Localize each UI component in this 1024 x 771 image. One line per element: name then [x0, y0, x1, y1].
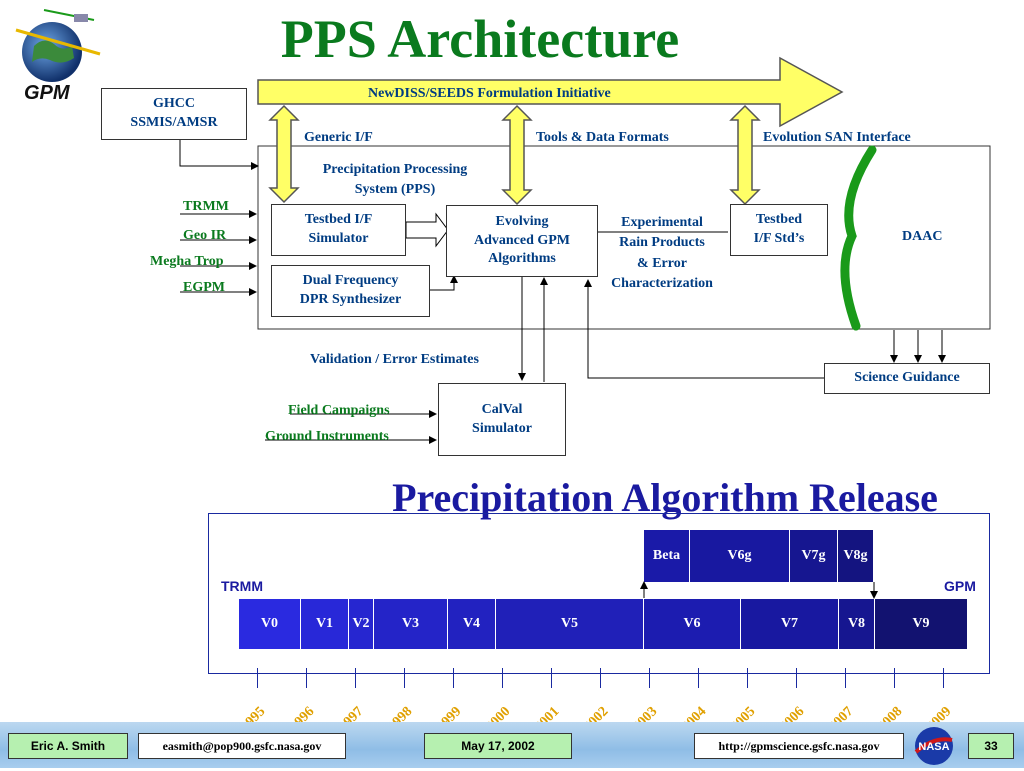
- page-title: PPS Architecture: [280, 9, 680, 69]
- gpm-logo: GPM: [14, 6, 104, 104]
- year-tick: [894, 668, 895, 688]
- ghcc-box: GHCC SSMIS/AMSR: [101, 88, 247, 140]
- release-title: Precipitation Algorithm Release: [392, 475, 938, 520]
- calval-simulator-box: CalVal Simulator: [438, 383, 566, 456]
- pps-container: [257, 145, 991, 330]
- pps-label: Precipitation Processing System (PPS): [322, 162, 468, 197]
- dual-frequency-box: Dual Frequency DPR Synthesizer: [271, 265, 430, 317]
- year-tick: [943, 668, 944, 688]
- year-tick: [551, 668, 552, 688]
- year-tick: [306, 668, 307, 688]
- science-guidance-box: Science Guidance: [824, 363, 990, 394]
- daac-bracket: [840, 145, 877, 331]
- trmm-version-v3: V3: [374, 599, 448, 649]
- footer-author: Eric A. Smith: [8, 733, 128, 759]
- architecture-diagram: [179, 56, 991, 444]
- input-field-campaigns: Field Campaigns: [288, 403, 390, 418]
- trmm-version-v7: V7: [741, 599, 839, 649]
- year-tick: [404, 668, 405, 688]
- trmm-release-label: TRMM: [221, 578, 263, 594]
- generic-if-arrow: [268, 104, 300, 204]
- formulation-arrow: [257, 56, 844, 128]
- footer-date: May 17, 2002: [424, 733, 572, 759]
- nasa-meatball-icon: NASA: [914, 727, 953, 765]
- evolving-algorithms-box: Evolving Advanced GPM Algorithms: [446, 205, 598, 277]
- year-tick: [355, 668, 356, 688]
- trmm-version-v2: V2: [349, 599, 374, 649]
- year-tick: [600, 668, 601, 688]
- input-trmm: TRMM: [183, 199, 229, 214]
- release-frame: [208, 513, 990, 674]
- gpm-version-v7g: V7g: [790, 530, 838, 582]
- input-ground-instruments: Ground Instruments: [265, 429, 389, 444]
- trmm-version-v0: V0: [239, 599, 301, 649]
- year-tick: [845, 668, 846, 688]
- trmm-version-v4: V4: [448, 599, 496, 649]
- tools-label: Tools & Data Formats: [536, 130, 669, 145]
- globe-icon: [15, 9, 101, 82]
- experimental-label: Experimental Rain Products & Error Chara…: [611, 215, 713, 291]
- generic-if-label: Generic I/F: [304, 130, 373, 145]
- footer-url[interactable]: http://gpmscience.gsfc.nasa.gov: [694, 733, 904, 759]
- year-tick: [257, 668, 258, 688]
- gpm-version-v6g: V6g: [690, 530, 790, 582]
- footer-page-number: 33: [968, 733, 1014, 759]
- tools-arrow: [501, 104, 533, 206]
- nasa-logo-text: NASA: [918, 741, 949, 753]
- gpm-release-label: GPM: [944, 578, 976, 594]
- gpm-version-v8g: V8g: [838, 530, 874, 582]
- input-geo-ir: Geo IR: [183, 228, 227, 243]
- validation-label: Validation / Error Estimates: [310, 352, 479, 367]
- trmm-version-v1: V1: [301, 599, 349, 649]
- input-egpm: EGPM: [183, 280, 225, 295]
- evolution-label: Evolution SAN Interface: [763, 130, 911, 145]
- gpm-version-beta: Beta: [644, 530, 690, 582]
- trmm-version-v8: V8: [839, 599, 875, 649]
- trmm-version-v9: V9: [875, 599, 967, 649]
- testbed-std-box: Testbed I/F Std’s: [730, 204, 828, 256]
- footer-email[interactable]: easmith@pop900.gsfc.nasa.gov: [138, 733, 346, 759]
- gpm-logo-text: GPM: [24, 82, 70, 104]
- year-tick: [453, 668, 454, 688]
- year-tick: [649, 668, 650, 688]
- daac-label: DAAC: [902, 229, 943, 244]
- year-tick: [747, 668, 748, 688]
- nasa-logo: NASA: [912, 726, 956, 766]
- arrow-banner-label: NewDISS/SEEDS Formulation Initiative: [368, 86, 611, 101]
- year-tick: [502, 668, 503, 688]
- trmm-version-v5: V5: [496, 599, 644, 649]
- year-tick: [698, 668, 699, 688]
- year-tick: [796, 668, 797, 688]
- trmm-version-v6: V6: [644, 599, 741, 649]
- input-megha-trop: Megha Trop: [150, 254, 224, 269]
- testbed-simulator-box: Testbed I/F Simulator: [271, 204, 406, 256]
